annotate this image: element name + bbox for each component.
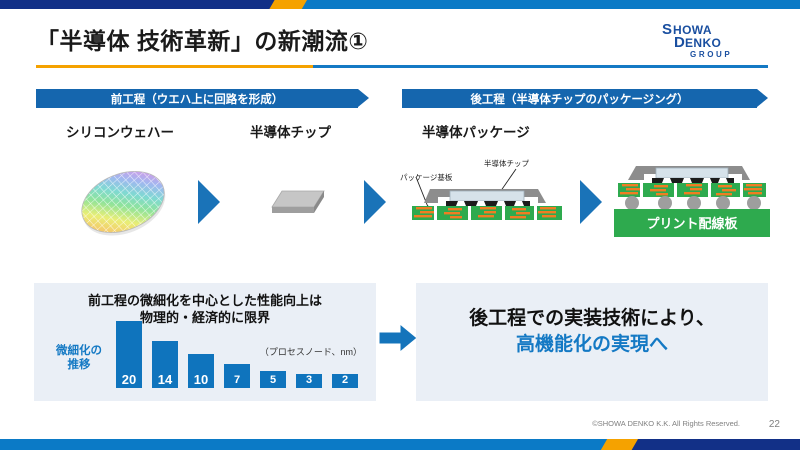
back-end-conclusion-panel <box>416 283 768 401</box>
package-cross-section-diagram <box>398 155 574 247</box>
panel-heading-line1: 前工程の微細化を中心とした性能向上は <box>87 293 322 308</box>
semiconductor-chip-illustration <box>268 185 332 225</box>
conclusion-text: 後工程での実装技術により、 高機能化の実現へ <box>416 306 768 357</box>
svg-text:D: D <box>674 34 685 51</box>
chart-axis-label-line1: 微細化の <box>56 345 102 357</box>
label-package-substrate: パッケージ基板 <box>400 173 453 182</box>
bar-7nm: 7 <box>224 364 250 388</box>
bar-value-label: 10 <box>193 372 209 387</box>
bar-value-label: 14 <box>157 372 173 387</box>
conclusion-arrow-icon <box>378 322 418 354</box>
banner-back-end-label: 後工程（半導体チップのパッケージング） <box>470 93 689 106</box>
bar-14nm: 14 <box>152 340 178 388</box>
banner-front-end-label: 前工程（ウエハ上に回路を形成） <box>110 93 284 106</box>
svg-text:ENKO: ENKO <box>685 36 721 50</box>
bar-20nm: 20 <box>116 320 142 388</box>
flow-arrow-chip-to-package <box>362 178 388 231</box>
showa-denko-logo: S HOWA D ENKO GROUP <box>656 18 776 60</box>
bottom-bar-navy-fill <box>650 439 800 450</box>
bar-value-label: 7 <box>233 374 241 386</box>
chart-unit-note: （プロセスノード、nm） <box>259 347 362 357</box>
bar-value-label: 2 <box>341 374 349 386</box>
page-title: 「半導体 技術革新」の新潮流① <box>36 28 369 54</box>
bar-value-label: 3 <box>305 374 313 386</box>
flow-arrow-wafer-to-chip <box>196 178 222 231</box>
bar-5nm: 5 <box>260 371 286 388</box>
page-number: 22 <box>768 419 780 430</box>
title-underline-blue <box>313 65 768 68</box>
process-node-bar-chart: 20 14 10 7 5 3 2 <box>34 283 376 401</box>
chart-axis-label: 微細化の 推移 <box>48 344 110 373</box>
label-package-chip: 半導体チップ <box>484 159 529 168</box>
flow-arrow-package-to-board <box>578 178 604 231</box>
chart-axis-label-line2: 推移 <box>67 359 91 372</box>
label-printed-wiring-board: プリント配線板 <box>646 216 738 231</box>
conclusion-line1: 後工程での実装技術により、 <box>469 308 715 329</box>
bar-value-label: 5 <box>269 374 277 386</box>
svg-text:S: S <box>662 21 672 38</box>
title-underline <box>36 65 768 68</box>
bottom-bar-blue-segment <box>0 439 620 450</box>
panel-heading-line2: 物理的・経済的に限界 <box>139 310 270 326</box>
bottom-decor-bar <box>0 439 800 450</box>
svg-text:GROUP: GROUP <box>690 50 732 59</box>
top-bar-navy-segment <box>0 0 275 9</box>
copyright-notice: ©SHOWA DENKO K.K. All Rights Reserved. <box>592 419 740 428</box>
miniaturization-limit-panel: 前工程の微細化を中心とした性能向上は 物理的・経済的に限界 微細化の 推移 （プ… <box>34 283 376 401</box>
bar-value-label: 20 <box>121 372 137 387</box>
bar-3nm: 3 <box>296 374 322 388</box>
banner-front-end-process: 前工程（ウエハ上に回路を形成） <box>36 89 369 108</box>
conclusion-line2: 高機能化の実現へ <box>515 333 668 355</box>
top-decor-bar <box>0 0 800 9</box>
title-underline-orange <box>36 65 313 68</box>
silicon-wafer-illustration <box>76 165 172 241</box>
banner-back-end-process: 後工程（半導体チップのパッケージング） <box>402 89 768 108</box>
panel-heading: 前工程の微細化を中心とした性能向上は 物理的・経済的に限界 <box>34 292 376 326</box>
svg-text:HOWA: HOWA <box>673 23 712 37</box>
bar-2nm: 2 <box>332 374 358 388</box>
caption-semiconductor-package: 半導体パッケージ <box>422 125 530 140</box>
caption-silicon-wafer: シリコンウェハー <box>66 125 174 140</box>
package-on-board-diagram: プリント配線板 <box>610 160 774 252</box>
bar-10nm: 10 <box>188 354 214 388</box>
caption-semiconductor-chip: 半導体チップ <box>250 125 331 140</box>
top-bar-blue-fill <box>318 0 800 9</box>
